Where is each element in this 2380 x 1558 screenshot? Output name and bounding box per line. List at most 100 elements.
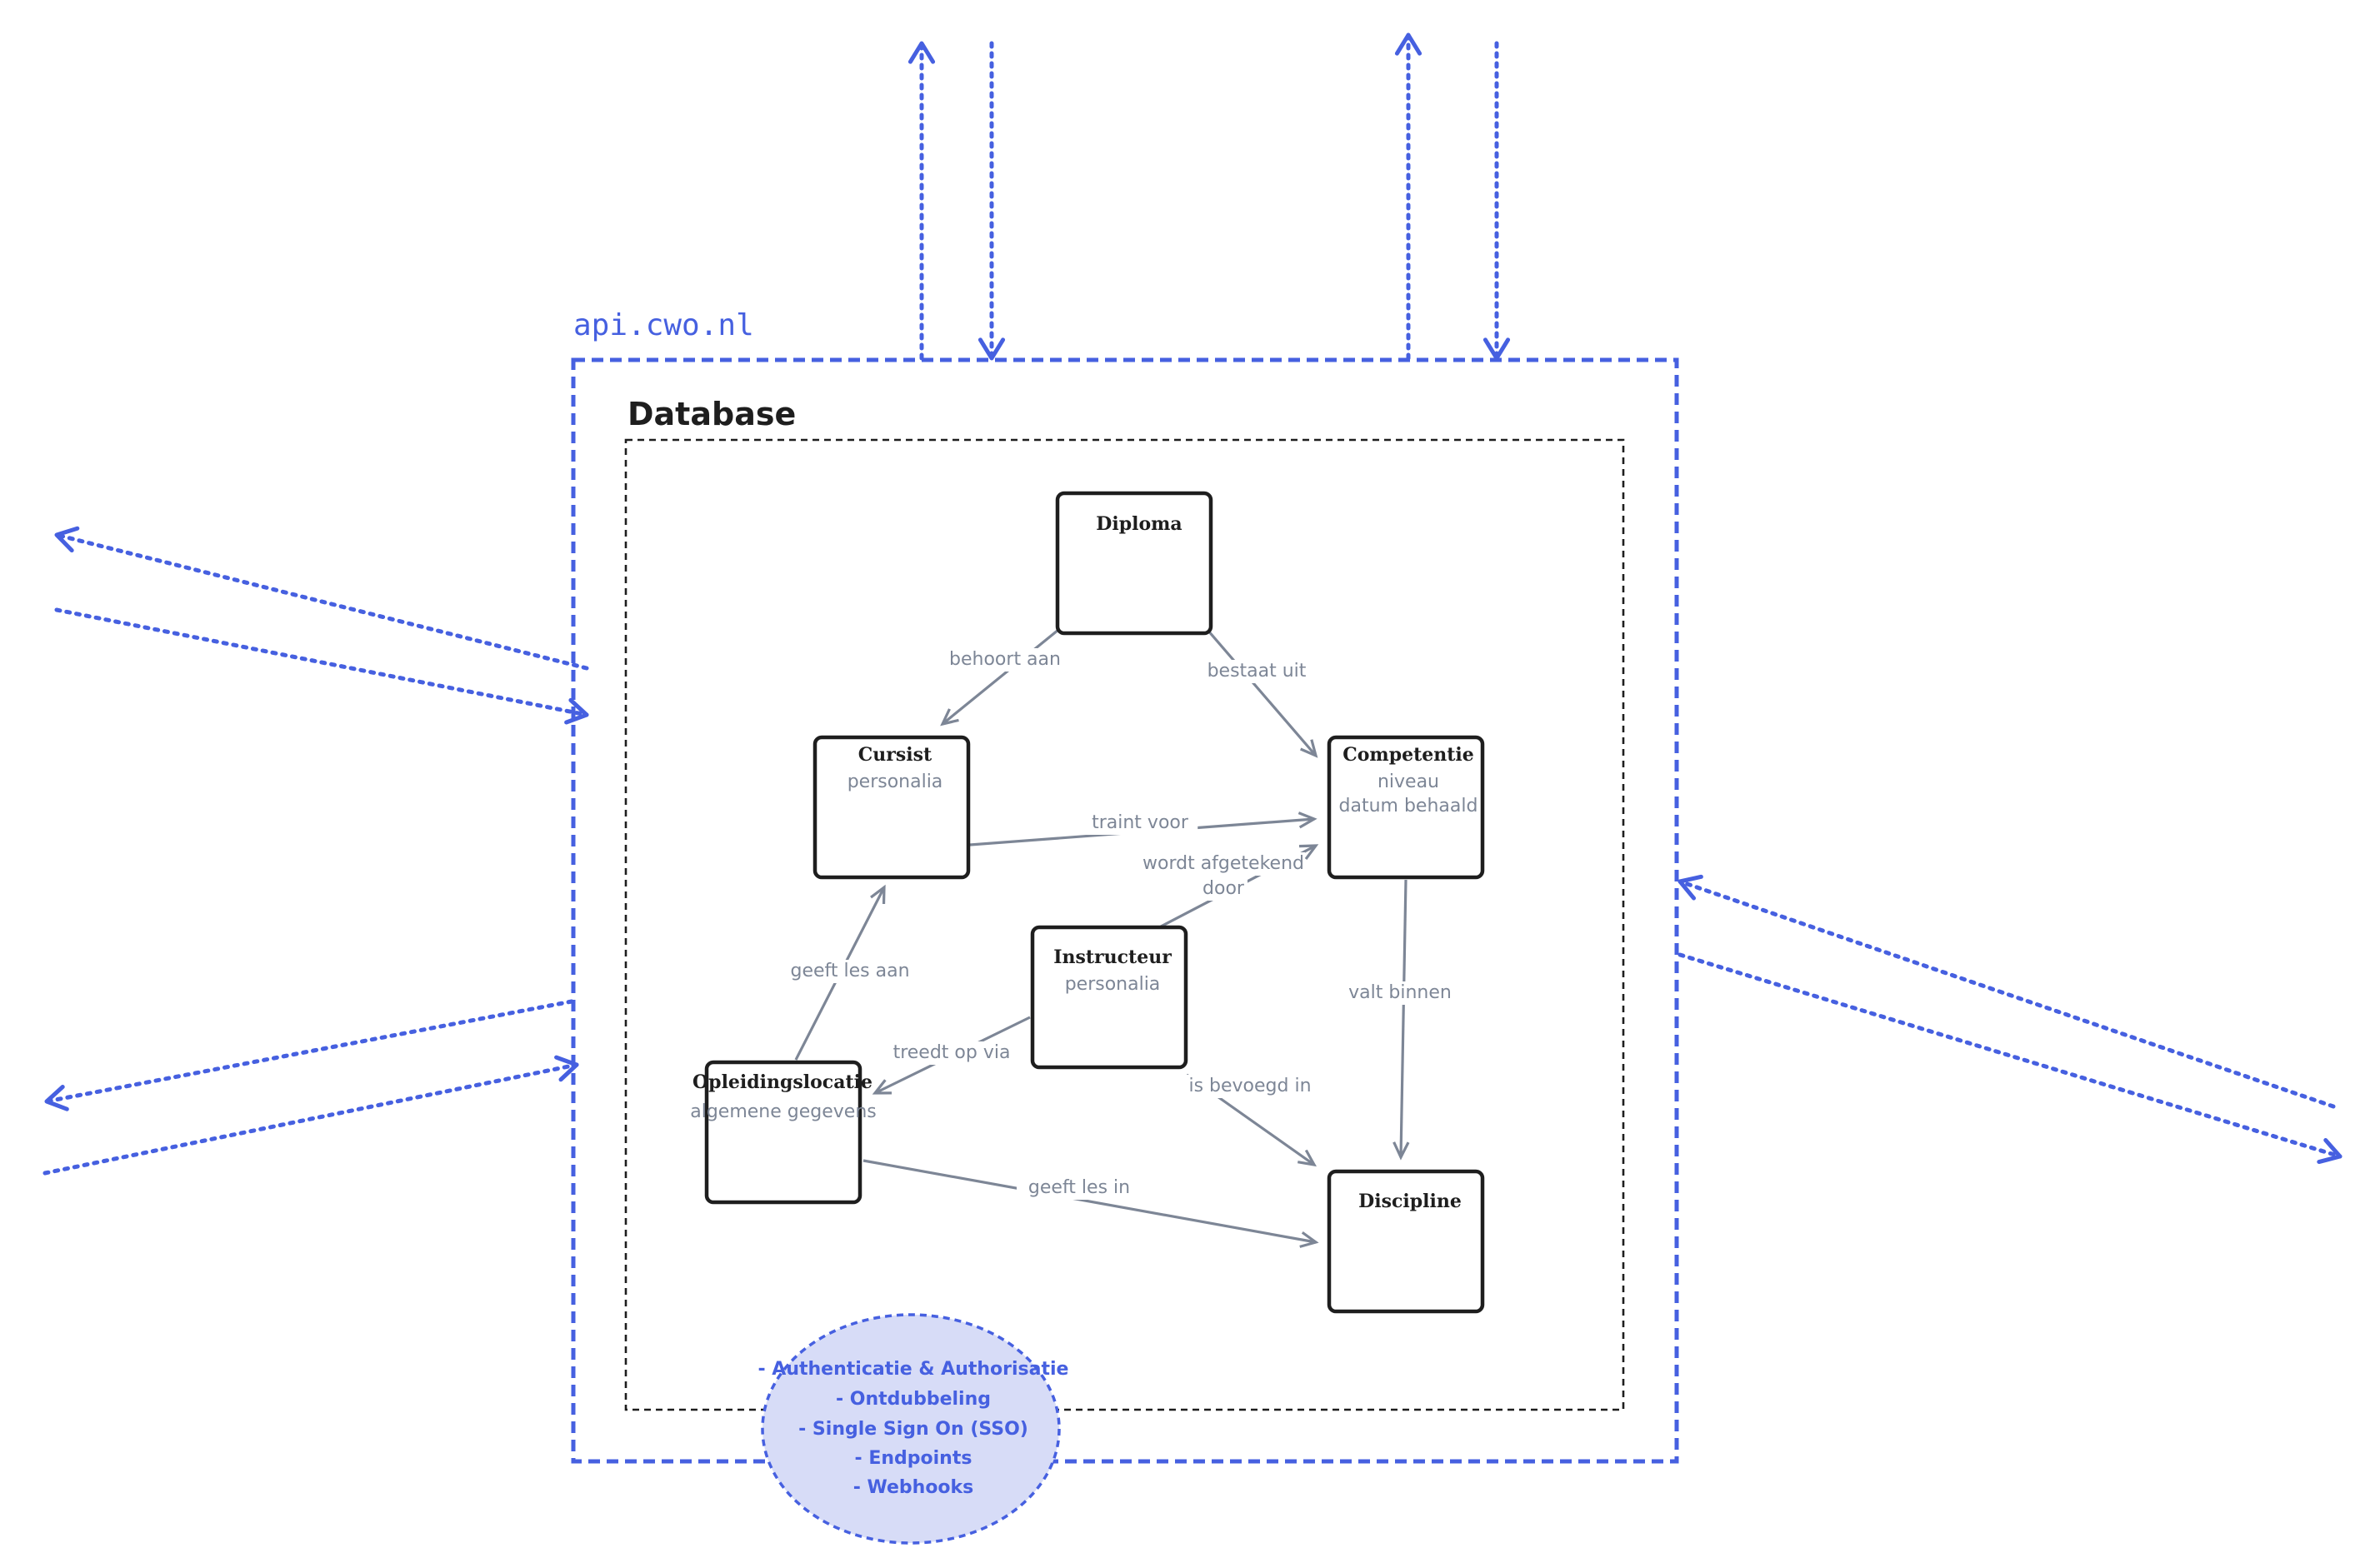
entity-discipline: Discipline [1327, 1169, 1485, 1314]
right-lower-outgoing-arrow [1678, 952, 2342, 1165]
arrowhead-icon [554, 1055, 579, 1082]
arrowhead-icon [978, 337, 1006, 361]
relation-arrowhead [1300, 739, 1318, 758]
entity-diploma: Diploma [1055, 491, 1213, 636]
relation-label: treedt op via [893, 1042, 1011, 1063]
relation-is-bevoegd-in: is bevoegd in [1182, 1073, 1318, 1167]
relation-label: valt binnen [1348, 982, 1452, 1003]
top-right-incoming-arrow [1482, 41, 1511, 361]
entity-box [1327, 1169, 1485, 1314]
relation-wordt-afgetekend-door: wordt afgetekend door [1142, 844, 1319, 928]
services-circle-shape [761, 1313, 1061, 1545]
arrowhead-icon [1678, 874, 1703, 901]
entity-competentie: Competentie niveau datum behaald [1327, 735, 1485, 880]
entity-box [1055, 491, 1213, 636]
entity-attribute: personalia [1065, 974, 1161, 995]
database-boundary [624, 438, 1625, 1411]
relation-label: bestaat uit [1208, 661, 1307, 682]
dotted-arrow-line [42, 1062, 579, 1176]
entity-box [704, 1060, 862, 1205]
dotted-arrow-line [54, 607, 589, 717]
relation-label-bg [1082, 811, 1198, 835]
service-item: - Single Sign On (SSO) [798, 1419, 1028, 1440]
relation-geeft-les-aan: geeft les aan [782, 884, 918, 1061]
relation-label-bg [947, 648, 1063, 672]
service-item: - Endpoints [855, 1448, 972, 1469]
api-boundary [571, 357, 1679, 1464]
relation-label-bg [884, 1041, 1019, 1065]
left-upper-outgoing-arrow [54, 526, 589, 671]
relationship-edges: behoort aan bestaat uit traint voor wordt a… [782, 628, 1458, 1248]
relation-label-bg [1142, 852, 1305, 876]
entity-attribute: algemene gegevens [690, 1101, 877, 1122]
relation-bestaat-uit: bestaat uit [1198, 628, 1318, 758]
relation-label: geeft les aan [790, 961, 909, 981]
relation-line [1399, 879, 1408, 1158]
entity-attribute: datum behaald [1339, 796, 1478, 816]
services-circle: - Authenticatie & Authorisatie - Ontdubb… [758, 1313, 1069, 1545]
relation-arrowhead [1298, 811, 1318, 829]
arrowhead-icon [1482, 337, 1511, 361]
relation-geeft-les-in: geeft les in [862, 1159, 1319, 1248]
database-title: Database [628, 396, 796, 432]
relation-arrowhead [1392, 1141, 1410, 1161]
relation-arrowhead [1298, 1149, 1318, 1167]
top-left-incoming-arrow [978, 41, 1006, 361]
service-item: - Webhooks [853, 1477, 974, 1498]
arrowhead-icon [564, 697, 589, 725]
relation-traint-voor: traint voor [969, 811, 1318, 846]
entity-title: Instructeur [1053, 946, 1172, 968]
relation-line [862, 1159, 1317, 1244]
dotted-arrow-line [1678, 952, 2342, 1159]
entity-title: Opleidingslocatie [692, 1071, 872, 1093]
service-item: - Authenticatie & Authorisatie [758, 1359, 1069, 1380]
relation-behoort-aan: behoort aan [940, 628, 1063, 727]
entity-attribute: personalia [848, 772, 943, 792]
dotted-arrow-line [44, 999, 574, 1104]
entity-title: Diploma [1096, 513, 1182, 535]
arrowhead-icon [1394, 32, 1422, 56]
relation-label-bg [1342, 981, 1458, 1005]
left-lower-incoming-arrow [42, 1055, 579, 1176]
arrowhead-icon [54, 526, 80, 553]
entity-title: Cursist [858, 744, 932, 766]
relation-line [941, 628, 1060, 726]
top-right-outgoing-arrow [1394, 32, 1422, 361]
relation-label: traint voor [1092, 812, 1189, 833]
relation-label: door [1202, 878, 1245, 899]
entity-attribute: niveau [1378, 772, 1439, 792]
relation-label: is bevoegd in [1188, 1076, 1311, 1096]
relation-line [1206, 628, 1318, 757]
relation-arrowhead [872, 1079, 892, 1095]
entity-cursist: Cursist personalia [812, 735, 971, 880]
api-title: api.cwo.nl [573, 308, 754, 342]
entity-box [1030, 925, 1188, 1070]
dotted-arrow-line [54, 532, 589, 671]
relation-valt-binnen: valt binnen [1342, 879, 1458, 1161]
relation-treedt-op-via: treedt op via [872, 1016, 1031, 1095]
relation-arrowhead [940, 708, 959, 727]
left-lower-outgoing-arrow [44, 999, 574, 1111]
entity-box [812, 735, 971, 880]
arrowhead-icon [2317, 1138, 2342, 1165]
entity-title: Discipline [1358, 1191, 1462, 1212]
entity-instructeur: Instructeur personalia [1030, 925, 1188, 1070]
service-item: - Ontdubbeling [836, 1389, 991, 1410]
relation-label: behoort aan [949, 649, 1061, 670]
entity-title: Competentie [1342, 744, 1474, 766]
right-upper-incoming-arrow [1678, 874, 2336, 1109]
relation-arrowhead [1298, 844, 1319, 860]
external-io-arrows [42, 32, 2342, 1176]
relation-label-bg [1199, 877, 1248, 901]
relation-label-bg [782, 960, 918, 983]
relation-label-bg [1198, 660, 1315, 683]
relation-label: geeft les in [1028, 1177, 1130, 1198]
entity-box [1327, 735, 1485, 880]
dotted-arrow-line [1678, 879, 2336, 1109]
relation-label: wordt afgetekend [1142, 853, 1304, 874]
left-upper-incoming-arrow [54, 607, 589, 725]
relation-arrowhead [870, 884, 886, 905]
relation-label-bg [1182, 1075, 1318, 1098]
relation-arrowhead [1299, 1231, 1319, 1248]
